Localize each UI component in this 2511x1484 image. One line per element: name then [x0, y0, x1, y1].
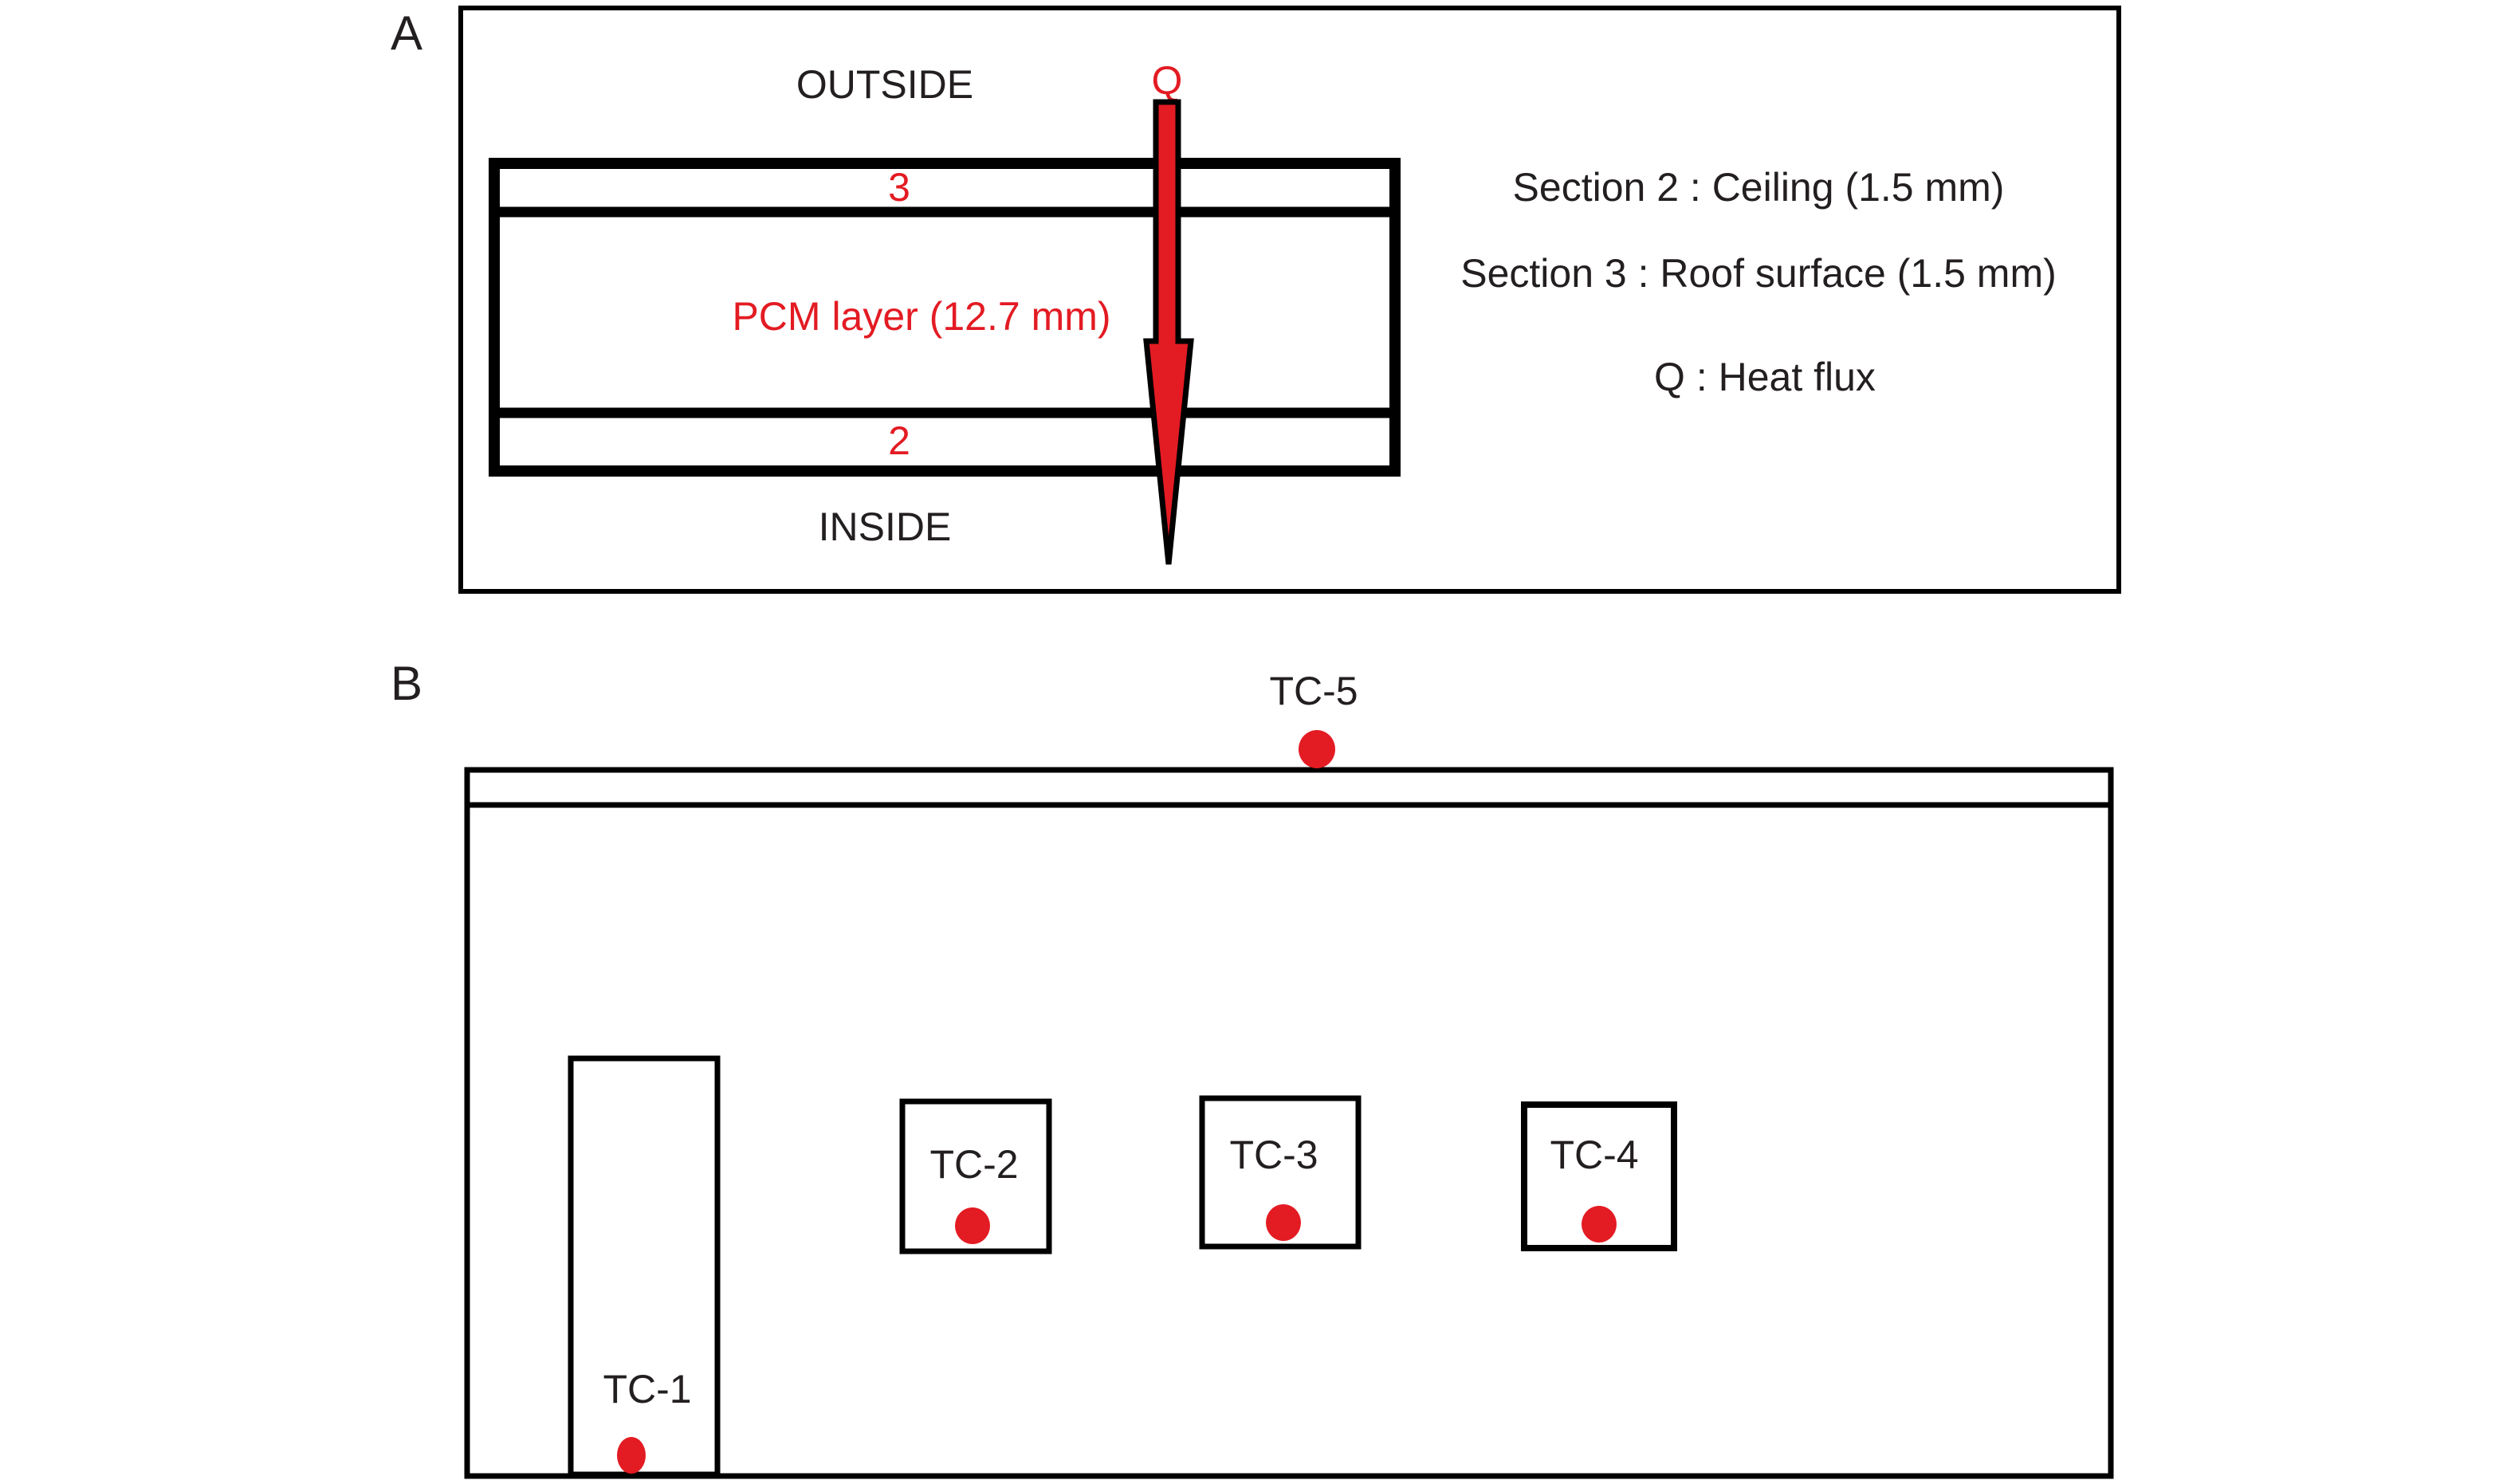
tc-2-enclosure	[899, 1098, 1052, 1254]
tc-3-sensor-dot	[1266, 1204, 1301, 1241]
thermocouple-tc-5: TC-5	[1269, 669, 1358, 768]
tc-1-sensor-dot	[617, 1437, 646, 1474]
section-2-number: 2	[888, 418, 910, 463]
tc-3-label: TC-3	[1229, 1133, 1318, 1177]
tc-5-label: TC-5	[1269, 669, 1358, 713]
panel-a-frame	[458, 6, 2121, 594]
tc-2-label: TC-2	[929, 1142, 1018, 1187]
panel-a-letter: A	[391, 6, 422, 60]
tc-4-enclosure	[1521, 1101, 1677, 1251]
heat-flux-symbol: Q	[1152, 58, 1183, 103]
outside-label: OUTSIDE	[796, 62, 973, 107]
legend-heat-flux: Q : Heat flux	[1654, 355, 1876, 399]
section-3-number: 3	[888, 165, 910, 210]
heat-flux-arrow-icon	[1143, 99, 1194, 565]
inside-label: INSIDE	[819, 504, 952, 549]
room-outline	[464, 767, 2114, 1479]
tc-5-sensor-dot	[1299, 730, 1335, 768]
thermocouple-tc-2: TC-2	[899, 1098, 1052, 1254]
tc-2-sensor-dot	[955, 1207, 990, 1244]
panel-b-letter: B	[391, 657, 422, 710]
legend-section-3: Section 3 : Roof surface (1.5 mm)	[1460, 251, 2057, 296]
wall-cross-section	[489, 158, 1401, 477]
tc-3-enclosure	[1199, 1095, 1362, 1250]
pcm-layer-label: PCM layer (12.7 mm)	[732, 294, 1110, 339]
wall-outline	[489, 158, 1401, 477]
tc-4-label: TC-4	[1550, 1133, 1638, 1177]
thermocouple-tc-1: TC-1	[568, 1055, 721, 1478]
tc-1-enclosure	[568, 1055, 721, 1478]
legend-section-2: Section 2 : Ceiling (1.5 mm)	[1513, 165, 2005, 210]
tc-1-label: TC-1	[603, 1367, 691, 1411]
panel-a-legend: Section 2 : Ceiling (1.5 mm) Section 3 :…	[1460, 165, 2057, 399]
tc-4-sensor-dot	[1582, 1206, 1617, 1243]
room-enclosure	[464, 767, 2114, 1479]
thermocouple-tc-3: TC-3	[1199, 1095, 1362, 1250]
thermocouple-tc-4: TC-4	[1521, 1101, 1677, 1251]
panel-a: A OUTSIDE INSIDE 3 PCM layer (12.7 mm) 2…	[391, 6, 2121, 594]
panel-b: B TC-5 TC-1 TC-2 TC-3	[391, 657, 2114, 1479]
